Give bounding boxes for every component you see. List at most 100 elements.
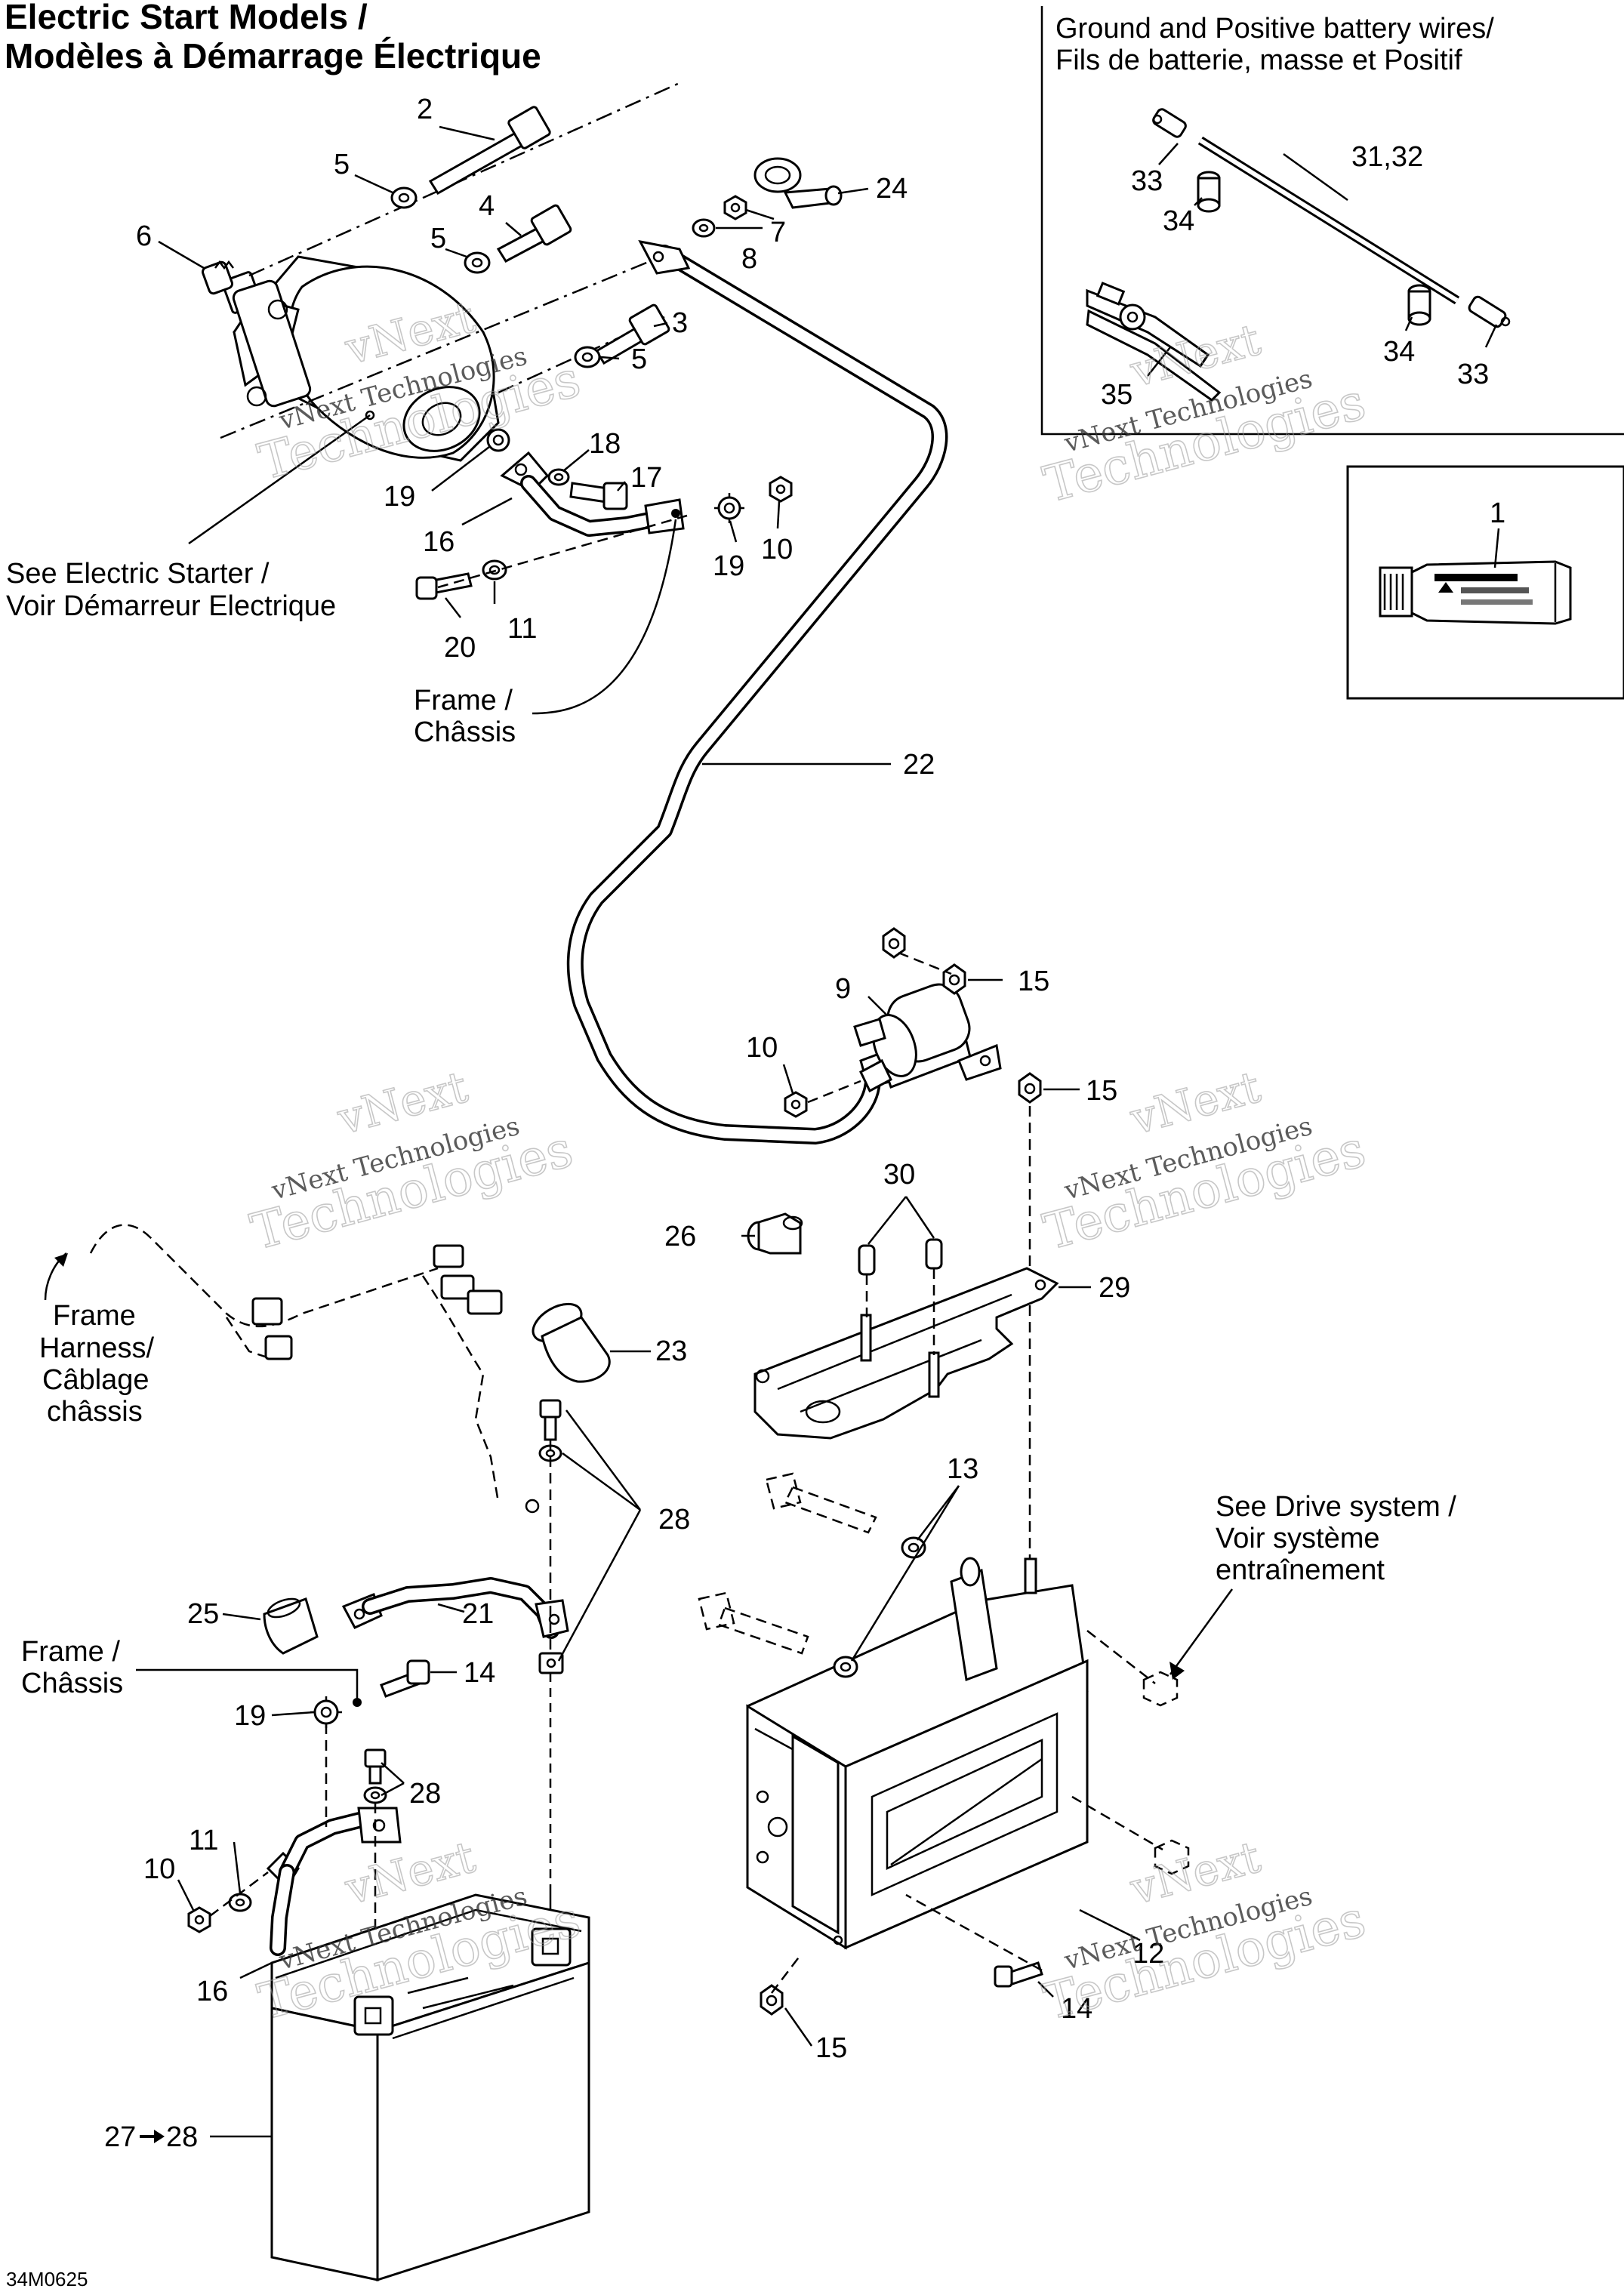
callout-20: 20 — [444, 632, 476, 664]
bolt-17 — [569, 482, 628, 510]
callout-19c: 19 — [234, 1700, 266, 1732]
callout-23: 23 — [655, 1335, 687, 1367]
callout-31-32: 31,32 — [1351, 141, 1423, 173]
watermark-top-right: vNext vNext Technologies Technologies — [1037, 313, 1372, 515]
callout-15a: 15 — [1018, 966, 1049, 997]
washer-5b — [464, 251, 491, 274]
bolt-4 — [496, 204, 572, 263]
callout-27-to-28: 27 28 — [104, 2121, 198, 2153]
wire-terminal-bottom — [1468, 295, 1511, 328]
callout-28-battery: 28 — [166, 2121, 198, 2153]
bolt-2 — [428, 106, 551, 196]
callout-19b: 19 — [713, 550, 744, 582]
inset-sealant-tube: 1 — [1346, 465, 1624, 700]
callout-26: 26 — [664, 1221, 696, 1252]
washer-5a — [390, 186, 418, 209]
spacer-30-left — [858, 1244, 876, 1276]
sealant-tube-icon — [1379, 560, 1572, 625]
terminal-cap-24 — [753, 157, 843, 209]
callout-19a: 19 — [384, 481, 415, 513]
nut-28-top — [538, 1652, 564, 1674]
terminal-cap-26 — [747, 1212, 803, 1255]
callout-5a: 5 — [334, 149, 350, 180]
nut-10-bottom — [187, 1906, 211, 1933]
callout-8: 8 — [741, 243, 757, 275]
callout-34-top: 34 — [1163, 205, 1194, 237]
inset-title-line-2: Fils de batterie, masse et Positif — [1055, 45, 1462, 76]
washer-8 — [692, 218, 716, 238]
callout-6: 6 — [136, 220, 152, 252]
title-line-1: Electric Start Models / — [5, 0, 368, 36]
note-frame-harness-line-1: Frame — [53, 1300, 136, 1332]
note-electric-starter-line-2: Voir Démarreur Electrique — [6, 590, 336, 622]
callout-27: 27 — [104, 2121, 136, 2153]
callout-12: 12 — [1132, 1938, 1164, 1970]
nut-7 — [723, 195, 747, 220]
bolt-14-right — [994, 1961, 1043, 1988]
callout-17: 17 — [630, 462, 662, 494]
callout-35: 35 — [1101, 379, 1132, 411]
drive-system-nut-upper — [1142, 1671, 1179, 1707]
callout-33-bottom: 33 — [1457, 359, 1489, 390]
callout-22: 22 — [903, 749, 935, 781]
watermark-mid-right: vNext vNext Technologies Technologies — [1037, 1061, 1372, 1262]
note-frame-bottom-line-1: Frame / — [21, 1636, 120, 1668]
callout-2: 2 — [417, 94, 433, 125]
note-drive-system-line-1: See Drive system / — [1216, 1491, 1456, 1523]
positive-cable-22 — [566, 239, 948, 1144]
lock-washer-19-mid — [714, 493, 744, 523]
washer-11-bottom — [228, 1893, 252, 1912]
terminal-cap-25 — [263, 1597, 319, 1655]
note-frame-bottom-line-2: Châssis — [21, 1668, 123, 1699]
callout-1: 1 — [1490, 498, 1505, 529]
title-line-2: Modèles à Démarrage Électrique — [5, 36, 541, 75]
callout-4: 4 — [479, 190, 495, 222]
callout-15b: 15 — [1086, 1075, 1117, 1107]
note-frame-harness-line-3: Câblage — [42, 1364, 149, 1396]
spacer-30-right — [925, 1238, 943, 1270]
nut-10-top — [769, 476, 793, 503]
callout-10b: 10 — [746, 1032, 778, 1064]
callout-28a: 28 — [658, 1504, 690, 1536]
callout-28b: 28 — [409, 1778, 441, 1810]
callout-16a: 16 — [423, 526, 455, 558]
wire-terminal-top — [1152, 108, 1187, 138]
note-drive-system-line-2: Voir système — [1216, 1523, 1380, 1554]
callout-24: 24 — [876, 173, 908, 205]
callout-3: 3 — [672, 307, 688, 339]
washer-13 — [901, 1536, 926, 1559]
callout-14a: 14 — [464, 1657, 495, 1689]
battery-27 — [270, 1893, 590, 2282]
note-electric-starter-line-1: See Electric Starter / — [6, 558, 270, 590]
callout-11b: 11 — [189, 1825, 218, 1856]
nut-15-mid — [942, 963, 966, 995]
callout-7: 7 — [770, 217, 786, 248]
bolt-28-bottom — [364, 1748, 387, 1785]
callout-10a: 10 — [761, 534, 793, 565]
drive-system-nut-lower — [1154, 1839, 1190, 1875]
callout-10c: 10 — [143, 1853, 175, 1885]
tray-bolt-upper — [765, 1472, 877, 1534]
note-frame-top-line-2: Châssis — [414, 716, 516, 748]
frame-harness — [89, 1224, 540, 1514]
nut-10-solenoid — [784, 1091, 808, 1118]
note-frame-harness-line-2: Harness/ — [39, 1332, 154, 1364]
nut-15-bottom — [760, 1984, 784, 2016]
callout-9: 9 — [835, 973, 851, 1005]
crimp-tool — [1086, 282, 1222, 402]
bolt-20 — [415, 572, 473, 600]
bolt-3 — [594, 303, 670, 365]
lock-washer-19-top — [486, 428, 510, 452]
washer-18 — [547, 468, 570, 486]
note-frame-harness-line-4: châssis — [47, 1396, 143, 1428]
callout-25: 25 — [187, 1598, 219, 1630]
callout-34-bottom: 34 — [1383, 336, 1415, 368]
terminal-cap-23 — [532, 1302, 611, 1383]
battery-tray-12 — [746, 1557, 1089, 1950]
inset-title-line-1: Ground and Positive battery wires/ — [1055, 13, 1494, 45]
callout-13: 13 — [947, 1453, 978, 1485]
callout-21: 21 — [462, 1598, 494, 1630]
washer-13b — [833, 1656, 858, 1678]
inset-battery-wires: Ground and Positive battery wires/ Fils … — [1040, 6, 1624, 436]
